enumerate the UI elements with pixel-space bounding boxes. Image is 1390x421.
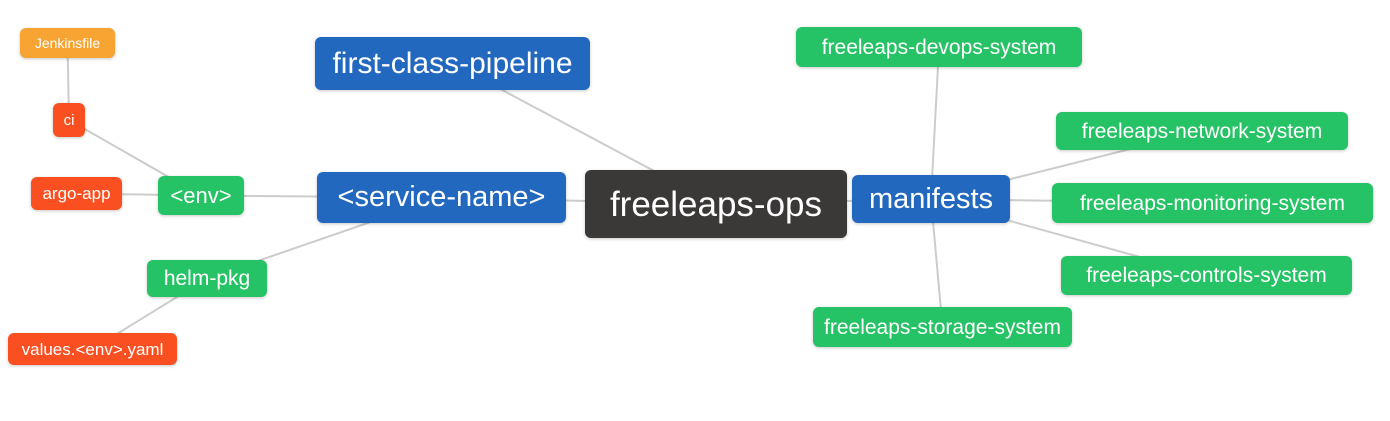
node-freeleaps-monitoring-system[interactable]: freeleaps-monitoring-system [1052,183,1373,223]
node-env[interactable]: <env> [158,176,244,215]
node-freeleaps-controls-system[interactable]: freeleaps-controls-system [1061,256,1352,295]
node-freeleaps-ops[interactable]: freeleaps-ops [585,170,847,238]
node-helm-pkg[interactable]: helm-pkg [147,260,267,297]
node-values-env-yaml[interactable]: values.<env>.yaml [8,333,177,365]
node-service-name[interactable]: <service-name> [317,172,566,223]
node-freeleaps-storage-system[interactable]: freeleaps-storage-system [813,307,1072,347]
edge-manifests-devops [930,46,940,200]
node-argo-app[interactable]: argo-app [31,177,122,210]
node-manifests[interactable]: manifests [852,175,1010,223]
node-ci[interactable]: ci [53,103,85,137]
node-freeleaps-network-system[interactable]: freeleaps-network-system [1056,112,1348,150]
node-freeleaps-devops-system[interactable]: freeleaps-devops-system [796,27,1082,67]
node-jenkinsfile[interactable]: Jenkinsfile [20,28,115,58]
node-first-class-pipeline[interactable]: first-class-pipeline [315,37,590,90]
